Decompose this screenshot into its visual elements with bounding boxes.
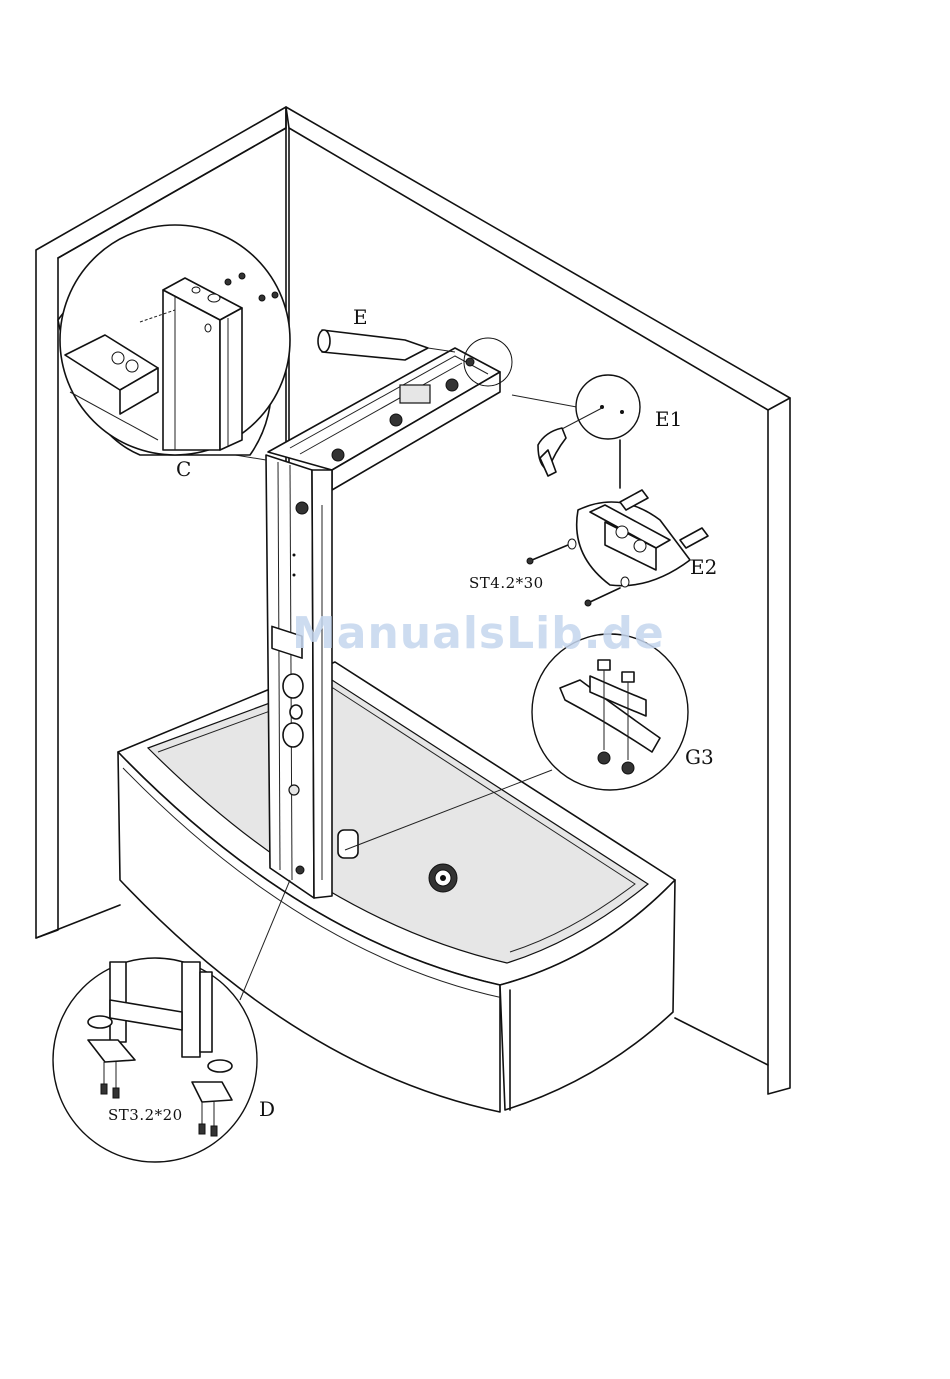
label-e1: E1 [655,407,682,431]
label-d: D [259,1097,275,1121]
detail-e2-callout [527,490,708,606]
label-e: E [353,305,368,329]
label-e2: E2 [690,555,717,579]
screw-spec-upper: ST4.2*30 [469,574,544,592]
detail-e1-callout [512,375,640,488]
detail-c-callout [58,225,290,460]
label-g3: G3 [685,745,714,769]
watermark-text: ManualsLib.de [292,608,672,668]
screw-spec-lower: ST3.2*20 [108,1106,183,1124]
label-c: C [176,457,191,481]
